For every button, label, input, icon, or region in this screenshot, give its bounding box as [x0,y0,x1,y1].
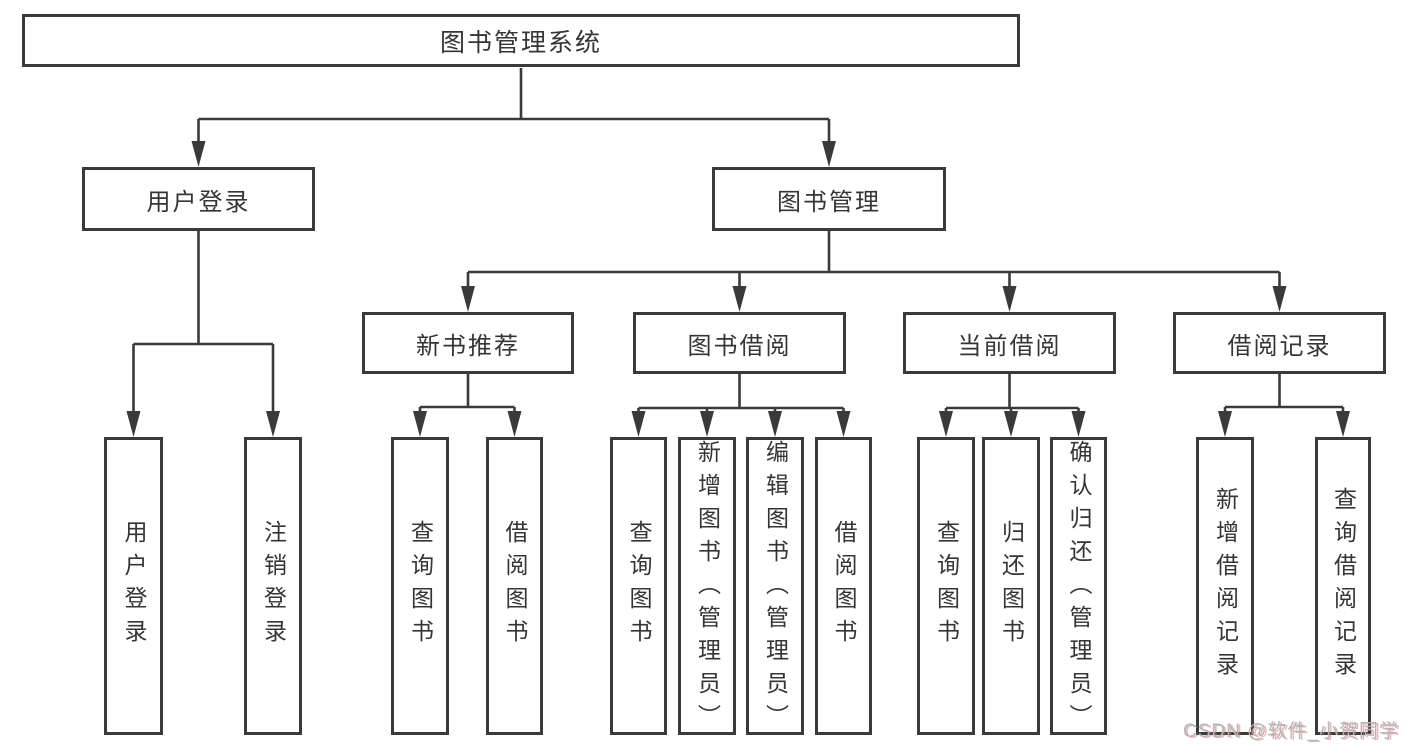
leaf-query-borrow-record: 查询借阅记录 [1315,437,1371,735]
leaf-user-login: 用户登录 [104,437,163,735]
leaf-logout: 注销登录 [244,437,302,735]
leaf-edit-books-admin-label: 编辑图书（管理员） [762,440,789,737]
node-current-borrowing: 当前借阅 [903,312,1116,374]
leaf-add-borrow-record-label: 新增借阅记录 [1212,487,1239,685]
leaf-query-books-current-label: 查询图书 [933,520,960,652]
leaf-query-books-borrowing: 查询图书 [610,437,667,735]
leaf-return-books-label: 归还图书 [998,520,1025,652]
leaf-add-borrow-record: 新增借阅记录 [1196,437,1254,735]
node-book-borrowing: 图书借阅 [633,312,846,374]
leaf-confirm-return-admin: 确认归还（管理员） [1050,437,1107,737]
node-book-management: 图书管理 [712,167,946,231]
node-new-book-recommendation: 新书推荐 [362,312,574,374]
leaf-query-books-recommend-label: 查询图书 [407,520,434,652]
connector-new-book-split [418,374,516,413]
leaf-add-books-admin-label: 新增图书（管理员） [694,440,721,737]
leaf-query-books-current: 查询图书 [917,437,975,735]
leaf-confirm-return-admin-label: 确认归还（管理员） [1066,440,1092,737]
node-borrowing-records: 借阅记录 [1173,312,1386,374]
csdn-watermark: CSDN @软件_小贺同学 [1183,721,1399,742]
connector-book-management-split [466,231,1281,288]
leaf-borrow-books: 借阅图书 [815,437,872,735]
connector-current-borrow-split [944,374,1080,413]
leaf-return-books: 归还图书 [982,437,1040,735]
leaf-query-books-recommend: 查询图书 [391,437,449,735]
leaf-borrow-books-label: 借阅图书 [831,520,857,652]
leaf-query-borrow-record-label: 查询借阅记录 [1330,487,1357,685]
connector-borrow-records-split [1223,374,1345,413]
leaf-edit-books-admin: 编辑图书（管理员） [746,437,804,737]
connector-book-borrow-split [637,374,845,413]
node-user-login: 用户登录 [82,167,315,231]
leaf-borrow-books-recommend-label: 借阅图书 [502,520,528,652]
leaf-logout-label: 注销登录 [260,520,287,652]
connector-root-split [197,68,831,143]
leaf-borrow-books-recommend: 借阅图书 [486,437,543,735]
leaf-add-books-admin: 新增图书（管理员） [678,437,736,737]
node-library-management-system: 图书管理系统 [22,14,1020,67]
connector-user-login-split [132,231,275,413]
leaf-user-login-label: 用户登录 [121,520,147,652]
leaf-query-books-borrowing-label: 查询图书 [626,520,652,652]
